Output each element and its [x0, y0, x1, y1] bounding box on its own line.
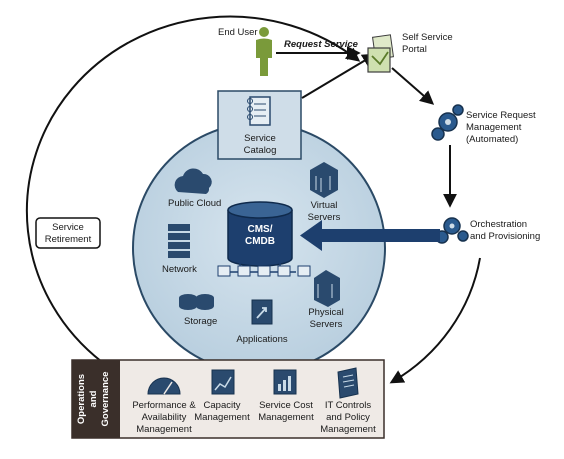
- perf-label-1: Performance &: [132, 400, 196, 411]
- it-controls-policy: IT Controls and Policy Management: [320, 367, 376, 435]
- network-icon: [168, 224, 190, 258]
- catalog-to-portal-arrow: [301, 53, 377, 99]
- applications-label: Applications: [236, 334, 287, 345]
- retirement-label-1: Service: [52, 222, 84, 233]
- service-catalog-label-2: Catalog: [244, 145, 277, 156]
- cms-cmdb: CMS/ CMDB: [227, 201, 293, 267]
- service-cost-management: Service Cost Management: [258, 369, 314, 423]
- request-service-label: Request Service: [284, 39, 359, 50]
- storage-label: Storage: [184, 316, 217, 327]
- portal-label-2: Portal: [402, 44, 427, 55]
- service-catalog-label-1: Service: [244, 133, 276, 144]
- gauge-icon: [147, 377, 181, 395]
- lifecycle-arc-left: [25, 15, 361, 363]
- server-rack-icon: [310, 162, 338, 198]
- physical-servers-label-1: Physical: [308, 307, 343, 318]
- application-icon: [251, 299, 273, 325]
- orchestration-label-2: and Provisioning: [470, 231, 540, 242]
- cms-label-1: CMS/: [248, 224, 273, 235]
- cost-icon: [273, 369, 297, 395]
- virtual-servers-label-2: Servers: [308, 212, 341, 223]
- controls-label-2: and Policy: [326, 412, 370, 423]
- request-mgmt-label-1: Service Request: [466, 110, 536, 121]
- database-icon: [227, 201, 293, 267]
- capacity-label-1: Capacity: [204, 400, 241, 411]
- service-retirement: Service Retirement: [35, 217, 101, 249]
- scroll-icon: [337, 367, 359, 399]
- request-mgmt-label-2: Management: [466, 122, 522, 133]
- governance-side-label-1: Operations: [76, 374, 87, 424]
- portal-icon: [367, 34, 395, 73]
- lifecycle-arc-right: [389, 257, 481, 384]
- governance-panel: Operations and Governance Performance & …: [71, 359, 385, 439]
- network-label: Network: [162, 264, 197, 275]
- catalog-icon: [247, 96, 271, 126]
- applications: Applications: [236, 299, 288, 345]
- portal-to-request-arrow: [391, 67, 435, 105]
- governance-side-label-2: and: [88, 390, 99, 407]
- controls-label-3: Management: [320, 424, 376, 435]
- virtual-servers: Virtual Servers: [308, 162, 341, 223]
- retirement-label-2: Retirement: [45, 234, 92, 245]
- capacity-icon: [211, 369, 235, 395]
- controls-label-1: IT Controls: [325, 400, 372, 411]
- portal-label-1: Self Service: [402, 32, 453, 43]
- end-user: End User: [218, 27, 272, 76]
- physical-servers-label-2: Servers: [310, 319, 343, 330]
- cost-label-1: Service Cost: [259, 400, 313, 411]
- cms-label-2: CMDB: [245, 236, 275, 247]
- public-cloud-label: Public Cloud: [168, 198, 221, 209]
- orchestration: Orchestration and Provisioning: [435, 217, 540, 244]
- cloud-icon: [174, 168, 212, 194]
- physical-servers: Physical Servers: [308, 270, 344, 330]
- public-cloud: Public Cloud: [168, 168, 221, 209]
- capacity-management: Capacity Management: [194, 369, 250, 423]
- network: Network: [162, 224, 197, 275]
- self-service-portal: Self Service Portal: [367, 32, 453, 73]
- service-request-management: Service Request Management (Automated): [431, 104, 536, 145]
- cms-node-chain: [217, 262, 311, 277]
- provisioning-arrow: [300, 220, 440, 251]
- service-catalog: Service Catalog: [217, 90, 302, 160]
- virtual-servers-label-1: Virtual: [311, 200, 338, 211]
- physical-server-icon: [314, 270, 340, 307]
- user-icon: [256, 27, 272, 76]
- gears-icon: [431, 104, 464, 141]
- end-user-label: End User: [218, 27, 258, 38]
- orchestration-label-1: Orchestration: [470, 219, 527, 230]
- cogs-icon: [435, 217, 469, 244]
- request-mgmt-label-3: (Automated): [466, 134, 518, 145]
- performance-availability: Performance & Availability Management: [132, 377, 196, 435]
- perf-label-3: Management: [136, 424, 192, 435]
- storage-icon: [179, 294, 214, 310]
- storage: Storage: [179, 294, 217, 327]
- cost-label-2: Management: [258, 412, 314, 423]
- capacity-label-2: Management: [194, 412, 250, 423]
- governance-side-label-3: Governance: [100, 372, 111, 427]
- perf-label-2: Availability: [142, 412, 187, 423]
